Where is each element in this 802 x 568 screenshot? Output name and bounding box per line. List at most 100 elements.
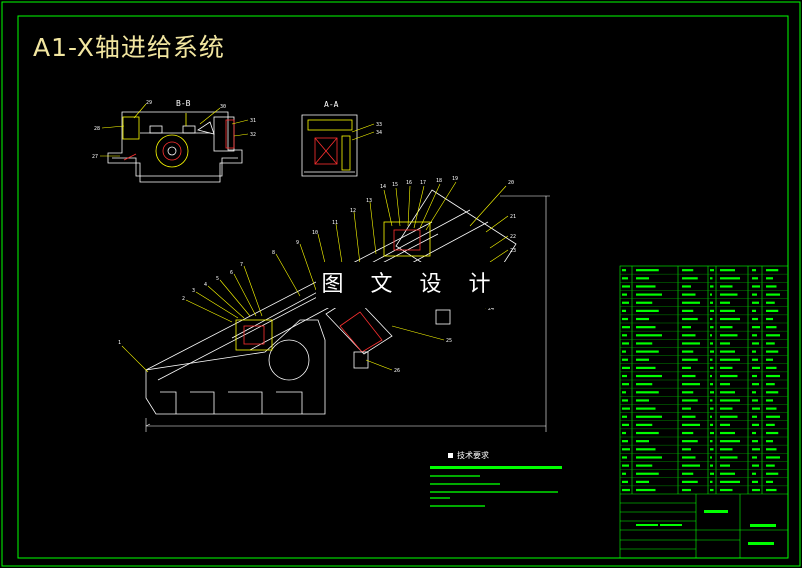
table-cell-text bbox=[636, 383, 653, 386]
table-cell-text bbox=[752, 407, 760, 410]
table-cell-text bbox=[766, 350, 779, 353]
section-b-label: B-B bbox=[176, 99, 191, 108]
table-cell-text bbox=[622, 488, 630, 492]
title-block-fills bbox=[636, 510, 776, 545]
table-cell-text bbox=[720, 342, 730, 345]
table-cell-text bbox=[636, 358, 649, 361]
table-cell-text bbox=[766, 399, 773, 402]
table-cell-text bbox=[710, 399, 713, 402]
table-cell-text bbox=[682, 423, 700, 426]
table-cell-text bbox=[636, 277, 649, 280]
table-cell-text bbox=[682, 334, 696, 337]
table-cell-text bbox=[682, 456, 696, 459]
table-cell-text bbox=[636, 480, 649, 483]
table-cell-text bbox=[622, 391, 626, 394]
table-cell-text bbox=[682, 366, 691, 369]
table-cell-text bbox=[710, 277, 713, 280]
table-cell-text bbox=[752, 285, 760, 288]
table-cell-text bbox=[622, 383, 629, 386]
table-cell-text bbox=[766, 423, 775, 426]
table-cell-text bbox=[710, 423, 713, 426]
table-cell-text bbox=[720, 374, 738, 378]
part-number-14: 14 bbox=[380, 184, 386, 190]
table-cell-text bbox=[710, 350, 714, 353]
table-cell-text bbox=[710, 464, 713, 467]
table-cell-text bbox=[682, 448, 691, 451]
table-cell-text bbox=[766, 415, 780, 418]
table-cell-text bbox=[766, 277, 773, 280]
table-cell-text bbox=[720, 383, 730, 386]
table-cell-text bbox=[636, 423, 653, 426]
part-number-labels: 1 2 3 4 5 6 7 8 9 10 11 12 13 14 15 16 1… bbox=[92, 100, 516, 374]
table-cell-text bbox=[682, 480, 698, 483]
table-cell-text bbox=[682, 285, 691, 288]
dimension-lines bbox=[145, 195, 550, 432]
table-cell-text bbox=[682, 293, 696, 296]
tech-requirements-title: 技术要求 bbox=[457, 451, 489, 460]
table-cell-text bbox=[752, 383, 759, 386]
table-cell-text bbox=[710, 285, 714, 288]
section-a-label: A-A bbox=[324, 100, 339, 109]
table-cell-text bbox=[752, 358, 758, 361]
table-cell-text bbox=[622, 326, 630, 329]
table-cell-text bbox=[682, 317, 698, 321]
table-cell-text bbox=[682, 407, 691, 410]
section-b-view bbox=[107, 111, 243, 183]
part-number-1: 1 bbox=[118, 340, 121, 346]
table-cell-text bbox=[766, 285, 777, 288]
table-cell-text bbox=[752, 269, 756, 272]
table-cell-text bbox=[766, 374, 780, 378]
table-cell-text bbox=[682, 277, 698, 280]
table-cell-text bbox=[636, 456, 662, 459]
table-cell-text bbox=[682, 326, 691, 329]
table-cell-text bbox=[720, 317, 740, 321]
table-cell-text bbox=[710, 269, 714, 272]
table-cell-text bbox=[720, 431, 735, 435]
part-number-18: 18 bbox=[436, 178, 442, 184]
table-cell-text bbox=[710, 456, 712, 459]
table-cell-text bbox=[752, 399, 758, 402]
table-cell-text bbox=[720, 326, 733, 329]
table-cell-text bbox=[710, 407, 714, 410]
table-cell-text bbox=[682, 269, 694, 272]
table-cell-text bbox=[766, 456, 780, 459]
part-number-22: 22 bbox=[510, 234, 516, 240]
part-number-9: 9 bbox=[296, 240, 299, 246]
table-cell-text bbox=[682, 383, 700, 386]
table-cell-text bbox=[636, 374, 662, 378]
part-number-12: 12 bbox=[350, 208, 356, 214]
table-cell-text bbox=[710, 301, 713, 304]
table-cell-text bbox=[622, 277, 628, 280]
table-cell-text bbox=[622, 480, 628, 483]
table-cell-text bbox=[766, 488, 777, 492]
table-cell-text bbox=[636, 391, 659, 394]
table-cell-text bbox=[752, 326, 760, 329]
table-cell-text bbox=[752, 415, 757, 418]
part-number-27: 27 bbox=[92, 154, 98, 160]
table-cell-text bbox=[766, 293, 780, 296]
table-cell-text bbox=[720, 293, 738, 296]
table-cell-text bbox=[636, 309, 659, 312]
table-cell-text bbox=[752, 301, 759, 304]
table-cell-text bbox=[710, 342, 713, 345]
table-cell-text bbox=[636, 293, 662, 296]
part-number-25: 25 bbox=[446, 338, 452, 344]
table-cell-text bbox=[720, 448, 733, 451]
table-cell-text bbox=[622, 423, 629, 426]
part-number-10: 10 bbox=[312, 230, 318, 236]
table-cell-text bbox=[710, 415, 712, 418]
table-cell-text bbox=[710, 488, 714, 492]
table-cell-text bbox=[766, 440, 773, 443]
table-cell-text bbox=[752, 448, 760, 451]
part-number-20: 20 bbox=[508, 180, 514, 186]
table-cell-text bbox=[636, 415, 662, 418]
table-cell-text bbox=[710, 383, 713, 386]
table-cell-text bbox=[622, 334, 627, 337]
table-cell-text bbox=[710, 293, 712, 296]
part-number-21: 21 bbox=[510, 214, 516, 220]
tech-requirements-heading: 技术要求 bbox=[448, 450, 568, 461]
table-cell-text bbox=[766, 480, 773, 483]
table-cell-text bbox=[636, 407, 656, 410]
